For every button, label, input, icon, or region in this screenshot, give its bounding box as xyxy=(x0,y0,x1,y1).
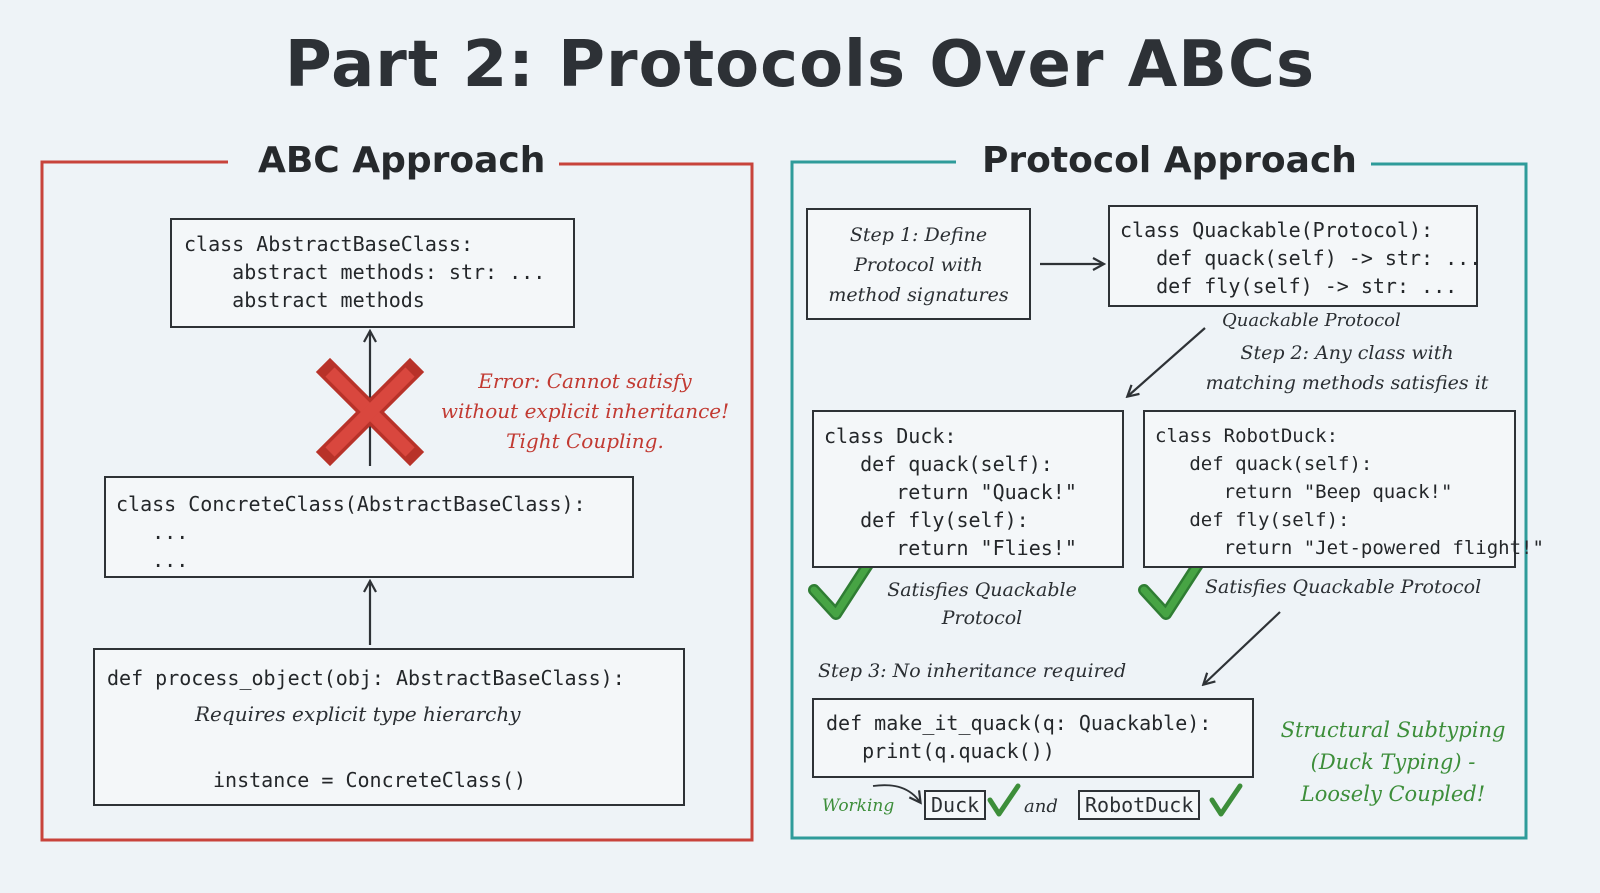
instance-line: instance = ConcreteClass() xyxy=(213,768,527,792)
quackable-protocol-code: class Quackable(Protocol): def quack(sel… xyxy=(1120,218,1482,298)
robot-duck-tag: RobotDuck xyxy=(1078,790,1201,820)
step2-line-2: matching methods satisfies it xyxy=(1205,372,1489,394)
checkmark-icon xyxy=(810,542,884,618)
working-label: Working xyxy=(822,796,895,816)
concrete-class-box: class ConcreteClass(AbstractBaseClass): … xyxy=(104,476,634,578)
duck-satisfies-note: Satisfies Quackable Protocol xyxy=(872,576,1092,632)
duck-class-box: class Duck: def quack(self): return "Qua… xyxy=(812,410,1124,568)
working-arrow xyxy=(872,784,920,802)
step2-line-1: Step 2: Any class with xyxy=(1240,342,1454,364)
page-title: Part 2: Protocols Over ABCs xyxy=(284,28,1316,102)
step1-line-3: method signatures xyxy=(828,284,1009,306)
abstract-base-class-box: class AbstractBaseClass: abstract method… xyxy=(170,218,575,328)
abstract-base-class-code: class AbstractBaseClass: abstract method… xyxy=(184,232,546,312)
error-line-2: without explicit inheritance! xyxy=(440,399,730,423)
step1-line-2: Protocol with xyxy=(854,254,983,276)
duck-satisfies-line-1: Satisfies Quackable xyxy=(887,579,1077,601)
structural-subtyping-note: Structural Subtyping (Duck Typing) - Loo… xyxy=(1258,714,1528,810)
checkmark-icon xyxy=(987,783,1021,817)
abc-panel-frame xyxy=(40,160,754,842)
robot-duck-class-box: class RobotDuck: def quack(self): return… xyxy=(1143,410,1544,568)
process-object-signature: def process_object(obj: AbstractBaseClas… xyxy=(107,666,625,690)
checkmark-icon xyxy=(1140,542,1214,618)
protocol-to-classes-arrow xyxy=(1128,327,1206,396)
step3-annotation: Step 3: No inheritance required xyxy=(818,660,1127,682)
protocol-panel-frame xyxy=(790,160,1528,840)
quackable-caption: Quackable Protocol xyxy=(1222,310,1401,331)
make-it-quack-code: def make_it_quack(q: Quackable): print(q… xyxy=(826,711,1212,763)
robot-duck-satisfies-note: Satisfies Quackable Protocol xyxy=(1205,576,1482,598)
type-hierarchy-note: Requires explicit type hierarchy xyxy=(195,702,521,726)
checkmark-icon xyxy=(1209,783,1243,817)
cross-icon xyxy=(315,357,425,467)
structural-line-3: Loosely Coupled! xyxy=(1300,782,1486,806)
duck-tag: Duck xyxy=(924,790,987,820)
error-annotation: Error: Cannot satisfy without explicit i… xyxy=(420,366,750,456)
step1-box: Step 1: Define Protocol with method sign… xyxy=(806,208,1031,320)
step1-line-1: Step 1: Define xyxy=(849,224,988,246)
classes-to-step3-arrow xyxy=(1204,611,1281,684)
error-line-1: Error: Cannot satisfy xyxy=(478,369,692,393)
and-label: and xyxy=(1024,796,1058,817)
error-line-3: Tight Coupling. xyxy=(506,429,664,453)
structural-line-1: Structural Subtyping xyxy=(1280,718,1506,742)
duck-satisfies-line-2: Protocol xyxy=(941,607,1023,629)
abc-panel-heading: ABC Approach xyxy=(244,140,560,181)
process-object-box: def process_object(obj: AbstractBaseClas… xyxy=(93,648,685,806)
step2-annotation: Step 2: Any class with matching methods … xyxy=(1172,338,1522,398)
concrete-class-code: class ConcreteClass(AbstractBaseClass): … xyxy=(116,492,586,572)
structural-line-2: (Duck Typing) - xyxy=(1310,750,1476,774)
make-it-quack-box: def make_it_quack(q: Quackable): print(q… xyxy=(812,698,1254,778)
protocol-panel-heading: Protocol Approach xyxy=(968,140,1371,181)
robot-duck-class-code: class RobotDuck: def quack(self): return… xyxy=(1155,425,1544,559)
duck-class-code: class Duck: def quack(self): return "Qua… xyxy=(824,424,1077,560)
quackable-protocol-box: class Quackable(Protocol): def quack(sel… xyxy=(1108,205,1482,307)
